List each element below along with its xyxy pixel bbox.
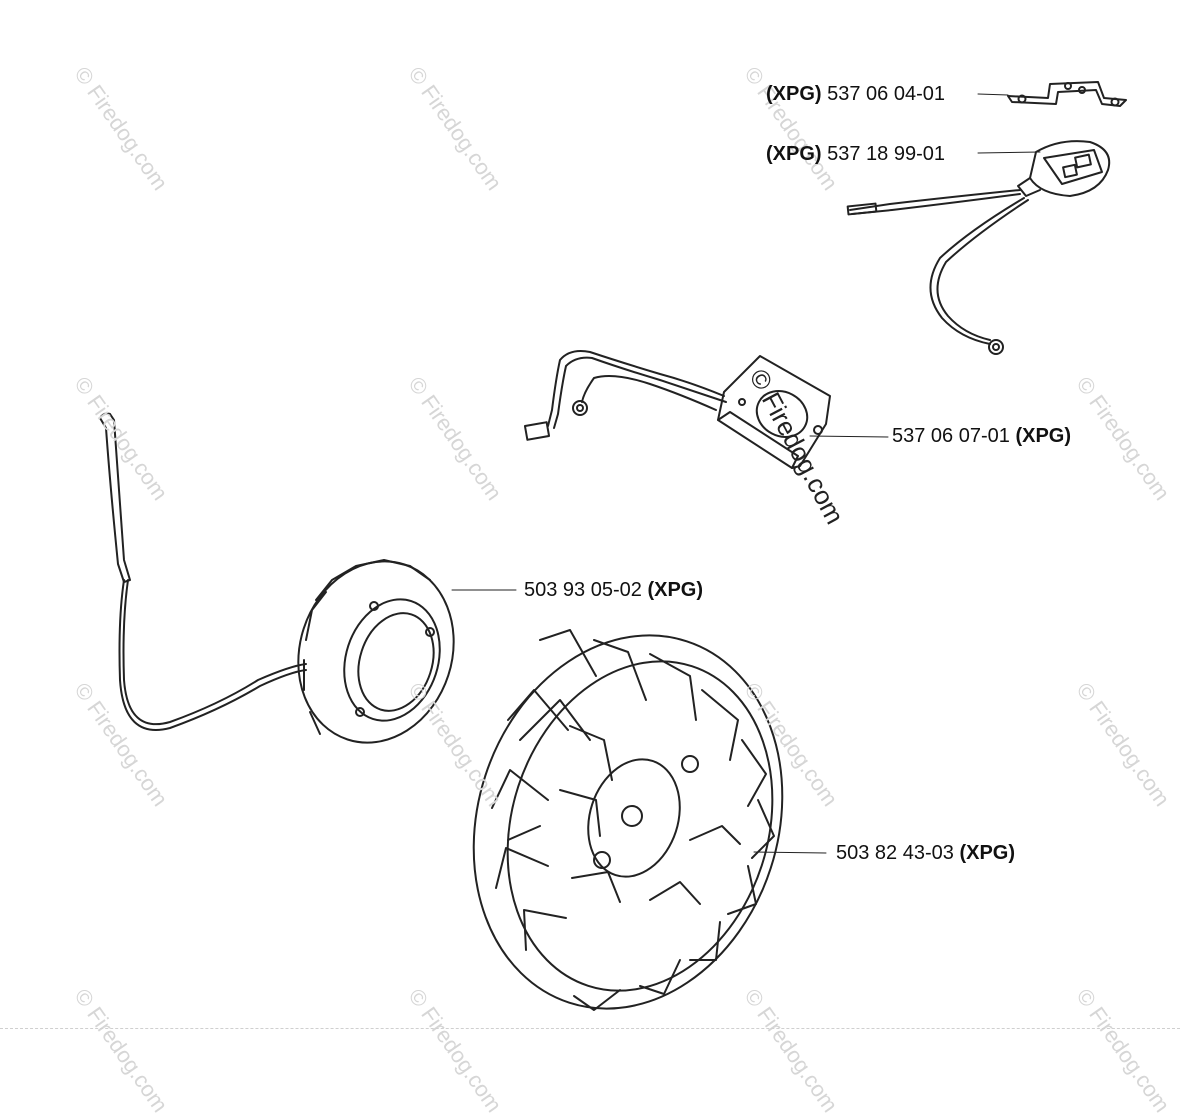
bottom-divider xyxy=(0,1028,1180,1029)
stator-part xyxy=(99,412,455,744)
part-label-prefix: (XPG) xyxy=(766,143,822,165)
leader-module xyxy=(809,435,889,438)
part-label-suffix: (XPG) xyxy=(647,579,704,601)
parts-diagram xyxy=(99,81,1127,1011)
part-label-bracket: (XPG) 537 06 04-01 xyxy=(766,82,945,106)
part-label-flywheel: 503 82 43-03 (XPG) xyxy=(836,841,1015,865)
part-label-switch: (XPG) 537 18 99-01 xyxy=(766,142,945,166)
part-number: 537 06 04-01 xyxy=(827,83,946,105)
part-number: 503 82 43-03 xyxy=(836,842,954,864)
bracket-part xyxy=(1007,81,1127,107)
part-number: 537 06 07-01 xyxy=(892,425,1010,447)
ignition-module-part xyxy=(523,350,831,469)
part-label-stator: 503 93 05-02 (XPG) xyxy=(524,578,703,602)
leader-bracket xyxy=(977,93,1009,96)
leader-flywheel xyxy=(753,851,827,854)
part-label-module: 537 06 07-01 (XPG) xyxy=(892,424,1071,448)
flywheel-part xyxy=(472,629,784,1011)
part-label-prefix: (XPG) xyxy=(766,83,822,105)
switch-part xyxy=(846,140,1111,355)
part-number: 503 93 05-02 xyxy=(524,579,642,601)
part-label-suffix: (XPG) xyxy=(959,842,1016,864)
part-label-suffix: (XPG) xyxy=(1015,425,1072,447)
part-number: 537 18 99-01 xyxy=(827,143,946,165)
leader-switch xyxy=(977,151,1041,154)
